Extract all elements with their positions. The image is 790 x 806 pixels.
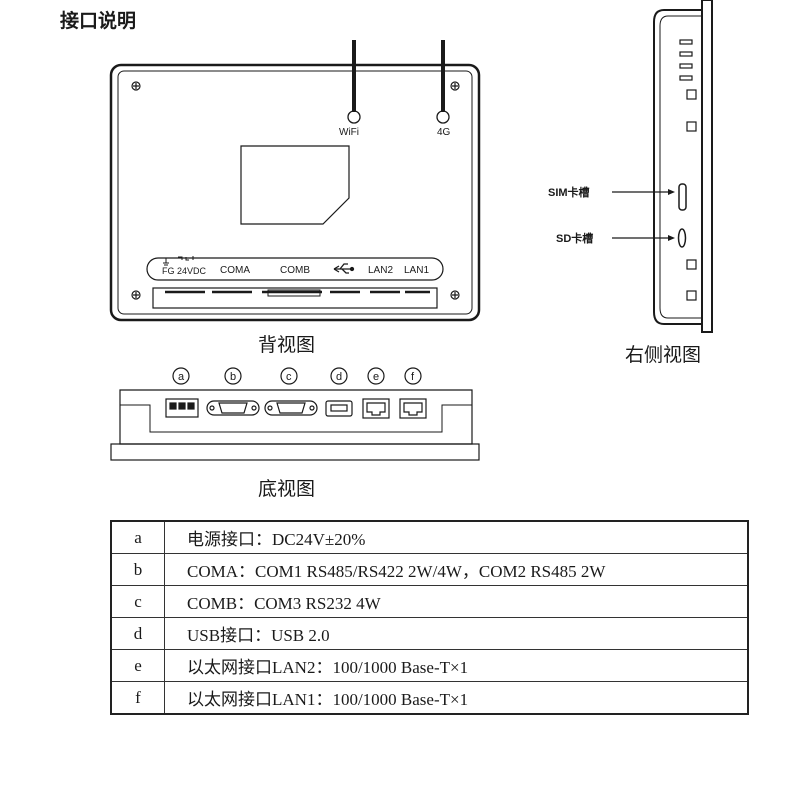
usb-icon [333,263,355,274]
4g-antenna-base [436,110,450,124]
lan1-label: LAN1 [404,265,429,276]
bottom-view [110,367,480,461]
row-value: COMB：COM3 RS232 4W [164,585,749,618]
usb-connector [325,400,353,417]
row-key: f [110,681,165,715]
bottom-connector-area [152,287,438,309]
back-panel-outline [109,63,481,322]
interface-diagram: WiFi 4G FG 24VDC COMA COMB LAN2 LAN1 背视图… [109,0,713,500]
port-letter-d: d [336,371,342,383]
port-strip [146,257,444,281]
table-row: e 以太网接口LAN2：100/1000 Base-T×1 [110,649,749,682]
port-letter-c: c [286,371,292,383]
row-value: USB接口：USB 2.0 [164,617,749,650]
spec-table: a 电源接口：DC24V±20% b COMA：COM1 RS485/RS422… [110,520,749,715]
comb-db9-connector [264,400,318,416]
port-letter-texts: a b c d e f [178,371,415,383]
fg24vdc-label: FG 24VDC [162,266,207,276]
screw-icon [131,81,460,300]
table-row: b COMA：COM1 RS485/RS422 2W/4W，COM2 RS485… [110,553,749,586]
table-row: c COMB：COM3 RS232 4W [110,585,749,618]
coma-label: COMA [220,265,250,276]
bottom-bezel [110,443,480,461]
row-key: d [110,617,165,650]
port-letter-b: b [230,371,236,383]
port-letter-a: a [178,371,185,383]
bottom-view-caption: 底视图 [258,478,315,500]
row-value: 以太网接口LAN1：100/1000 Base-T×1 [164,681,749,715]
row-value: COMA：COM1 RS485/RS422 2W/4W，COM2 RS485 2… [164,553,749,586]
side-ports [686,89,697,301]
power-terminal-connector [165,398,199,418]
side-body [653,9,702,325]
table-row: d USB接口：USB 2.0 [110,617,749,650]
wifi-antenna-base [347,110,361,124]
vent-slots [679,39,693,81]
back-view-caption: 背视图 [258,334,315,356]
power-terminal-icon [163,256,195,266]
side-view-caption: 右侧视图 [625,344,701,366]
port-letter-f: f [411,371,415,383]
port-letter-markers [172,367,422,385]
wifi-label: WiFi [339,127,359,138]
right-side-view [612,0,713,333]
sd-slot [677,228,687,248]
port-letter-e: e [373,371,379,383]
row-key: a [110,520,165,554]
row-value: 电源接口：DC24V±20% [164,520,749,554]
row-value: 以太网接口LAN2：100/1000 Base-T×1 [164,649,749,682]
row-key: e [110,649,165,682]
sim-slot [678,183,687,211]
lan2-rj45-connector [362,398,390,419]
table-row: f 以太网接口LAN1：100/1000 Base-T×1 [110,681,749,715]
label-plate [240,145,350,225]
bottom-panel-recess [120,404,472,433]
lan1-rj45-connector [399,398,427,419]
coma-db9-connector [206,400,260,416]
table-row: a 电源接口：DC24V±20% [110,520,749,554]
sd-slot-label: SD卡槽 [556,231,593,245]
page-title: 接口说明 [60,10,137,32]
row-key: c [110,585,165,618]
side-body-inner [659,15,702,319]
row-key: b [110,553,165,586]
side-bezel [701,0,713,333]
back-view [109,40,481,322]
lan2-label: LAN2 [368,265,393,276]
4g-label: 4G [437,127,451,138]
comb-label: COMB [280,265,310,276]
sim-slot-label: SIM卡槽 [548,185,590,199]
back-panel-inner [117,70,473,315]
